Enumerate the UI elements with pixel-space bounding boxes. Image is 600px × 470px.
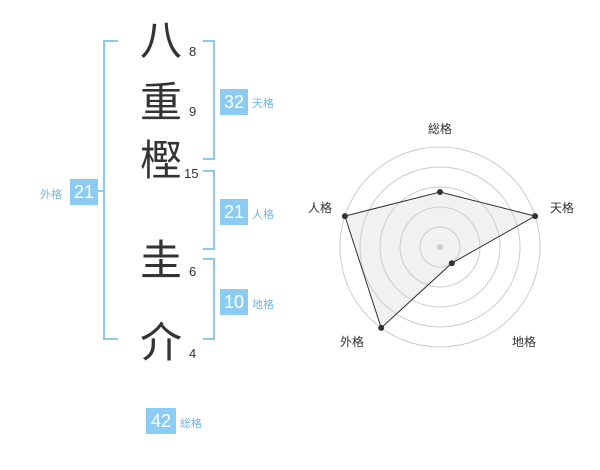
soukaku-value: 42: [146, 408, 176, 434]
tenkaku-value: 32: [220, 89, 248, 115]
radar-point-4: [378, 324, 385, 331]
jinkaku-label: 人格: [252, 208, 274, 221]
soukaku-label: 総格: [180, 417, 202, 430]
gaikaku-bracket-connector: [96, 190, 104, 192]
tenkaku-bracket: [203, 40, 215, 160]
radar-point-1: [437, 189, 443, 195]
jinkaku-bracket: [203, 170, 215, 250]
name-char-4: 圭: [140, 236, 183, 285]
radar-point-2: [532, 213, 539, 220]
chikaku-bracket: [203, 258, 215, 340]
name-char-3: 樫: [140, 136, 183, 185]
name-char-5: 介: [140, 318, 183, 367]
radar-ring: [419, 226, 461, 268]
radar-ring: [359, 166, 521, 328]
stroke-count-2: 9: [189, 104, 197, 119]
radar-ring: [379, 186, 501, 308]
radar-label-chikaku: 地格: [512, 334, 536, 349]
radar-center: [437, 244, 443, 250]
chikaku-label: 地格: [252, 298, 274, 311]
stroke-count-5: 4: [189, 346, 197, 361]
jinkaku-value: 21: [220, 199, 248, 225]
name-char-2: 重: [140, 78, 183, 127]
gaikaku-label: 外格: [40, 188, 62, 201]
stroke-count-1: 8: [189, 44, 197, 59]
radar-area: [344, 191, 537, 329]
radar-point-3: [448, 260, 455, 267]
radar-label-tenkaku: 天格: [550, 200, 574, 215]
radar-label-gaikaku: 外格: [340, 334, 364, 349]
stroke-count-4: 6: [189, 264, 197, 279]
stroke-count-3: 15: [184, 166, 199, 181]
gaikaku-value: 21: [70, 179, 98, 205]
name-char-1: 八: [140, 16, 183, 65]
chikaku-value: 10: [220, 289, 248, 315]
radar-label-jinkaku: 人格: [308, 200, 332, 215]
gaikaku-bracket: [103, 40, 118, 340]
tenkaku-label: 天格: [252, 97, 274, 110]
radar-label-soukaku: 総格: [428, 121, 452, 136]
radar-point-5: [341, 213, 348, 220]
radar-ring: [339, 146, 541, 348]
